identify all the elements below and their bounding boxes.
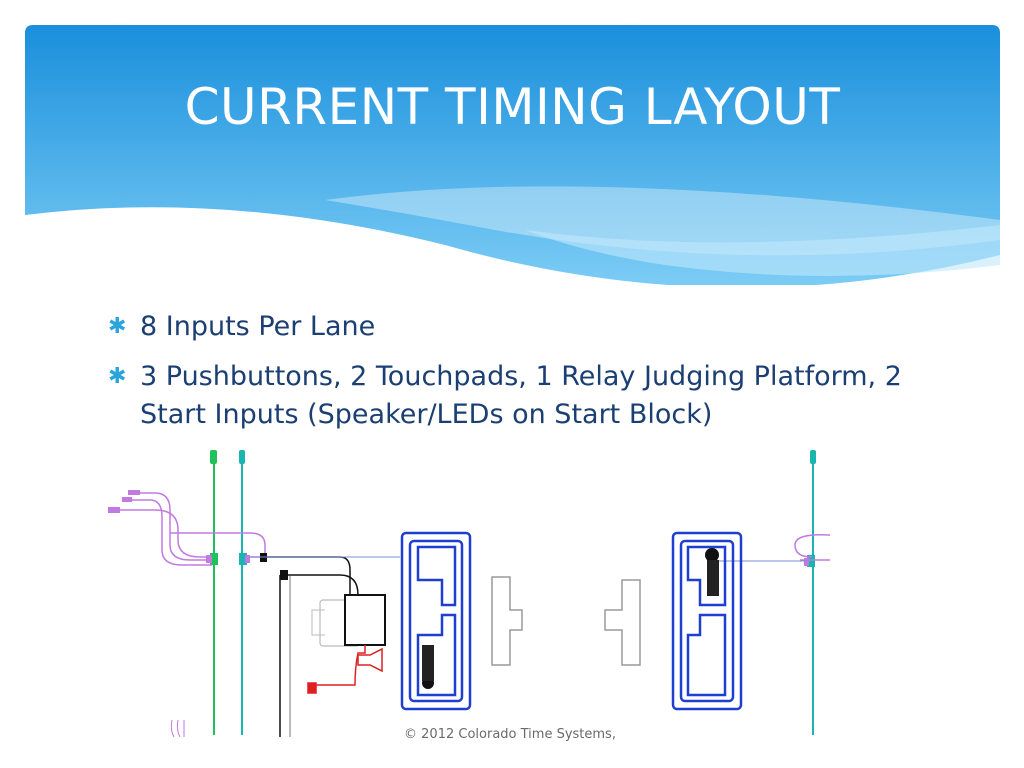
bullet-text: 3 Pushbuttons, 2 Touchpads, 1 Relay Judg… xyxy=(140,361,902,430)
bullet-item: ✱ 8 Inputs Per Lane xyxy=(108,308,968,346)
right-touchpad xyxy=(671,531,743,711)
relay-platform-brackets xyxy=(491,576,641,666)
vertical-cables xyxy=(213,455,814,735)
header-banner xyxy=(25,25,1000,285)
start-system-box xyxy=(311,594,386,647)
cable-ends-bottom xyxy=(170,719,185,738)
start-speaker xyxy=(307,645,383,694)
bullet-text: 8 Inputs Per Lane xyxy=(140,311,376,342)
left-touchpad xyxy=(400,531,472,711)
bullet-list: ✱ 8 Inputs Per Lane ✱ 3 Pushbuttons, 2 T… xyxy=(108,308,968,446)
cable-end-caps xyxy=(210,450,816,567)
slide-title: CURRENT TIMING LAYOUT xyxy=(184,78,841,136)
bullet-item: ✱ 3 Pushbuttons, 2 Touchpads, 1 Relay Ju… xyxy=(108,358,968,434)
start-cables xyxy=(266,556,359,737)
timing-layout-diagram xyxy=(108,450,831,738)
copyright-footer: © 2012 Colorado Time Systems, xyxy=(404,727,616,742)
asterisk-bullet-icon: ✱ xyxy=(108,314,127,339)
pushbutton-cables xyxy=(112,492,831,566)
asterisk-bullet-icon: ✱ xyxy=(108,364,127,389)
pushbutton-plugs xyxy=(108,490,809,566)
